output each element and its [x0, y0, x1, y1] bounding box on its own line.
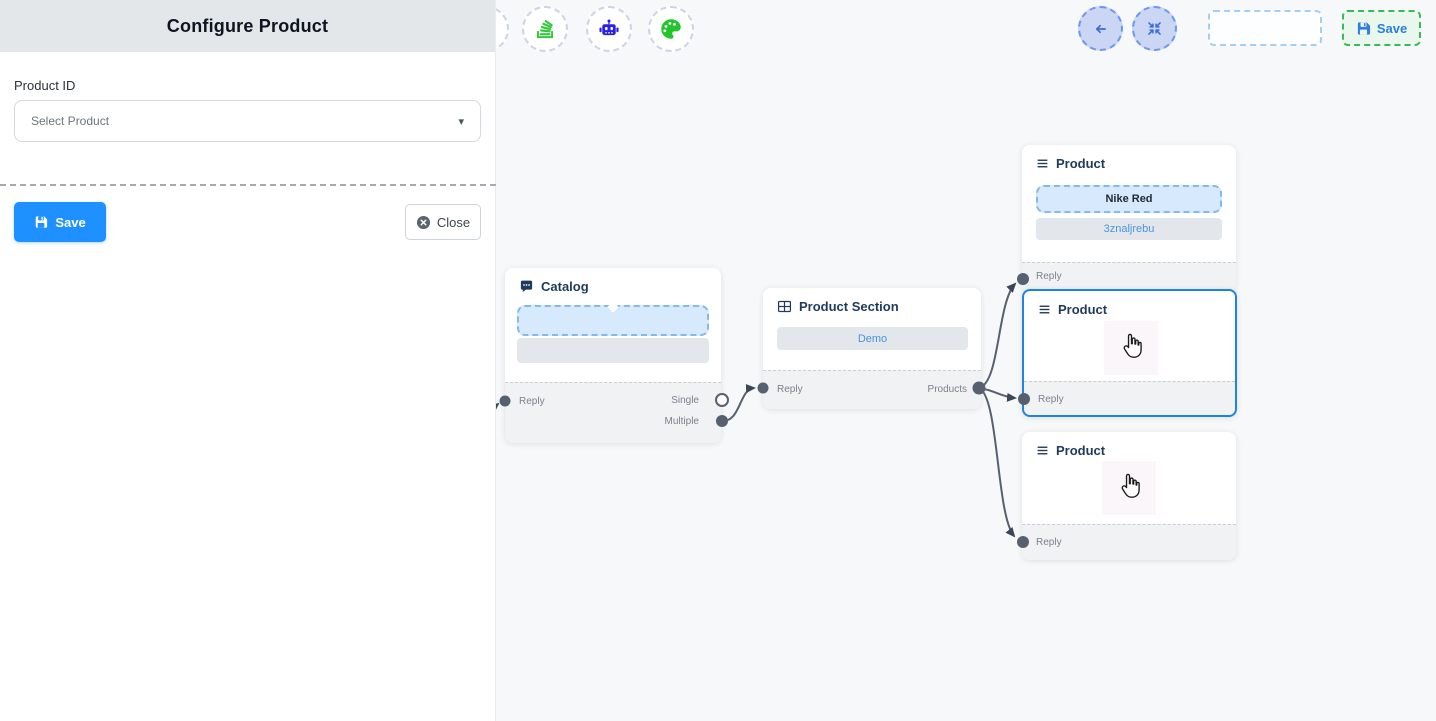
hand-pointer-icon: [1114, 472, 1144, 504]
panel-title: Configure Product: [166, 15, 329, 36]
panel-divider: [0, 184, 496, 186]
product-section-reply-port-label: Reply: [777, 384, 803, 395]
product-node-top-title: Product: [1056, 156, 1106, 171]
fit-view-button[interactable]: [1132, 6, 1177, 51]
product-code-value: 3znaljrebu: [1103, 223, 1155, 235]
table-grid-icon: [777, 299, 792, 314]
empty-dashed-button[interactable]: [1208, 10, 1322, 46]
flow-canvas[interactable]: Save Catalog Reply Single Multiple: [496, 0, 1436, 721]
palette-toolbar-button[interactable]: [648, 6, 694, 52]
catalog-node-header: Catalog: [505, 268, 721, 294]
edge-products-to-product-top[interactable]: [978, 282, 1017, 389]
close-button-label: Close: [436, 214, 471, 230]
product-section-node-footer: Reply Products: [763, 370, 981, 409]
back-button[interactable]: [1078, 6, 1123, 51]
product-id-select[interactable]: Select Product ▾: [14, 100, 481, 142]
catalog-reply-port-label: Reply: [519, 396, 545, 407]
product-node-middle-footer: Reply: [1024, 381, 1235, 415]
product-node-top[interactable]: Product Nike Red 3znaljrebu Reply: [1022, 145, 1236, 291]
product-section-node-title: Product Section: [799, 299, 899, 314]
cursor-placeholder: [1102, 461, 1156, 515]
product-node-middle-header: Product: [1024, 291, 1235, 317]
product-node-bottom-footer: Reply: [1022, 524, 1236, 560]
product-node-middle[interactable]: Product Reply: [1022, 289, 1237, 417]
product-node-top-header: Product: [1022, 145, 1236, 171]
product-section-node[interactable]: Product Section Demo Reply Products: [763, 288, 981, 409]
edge-into-catalog-reply[interactable]: [496, 402, 500, 419]
product-node-bottom[interactable]: Product Reply: [1022, 432, 1236, 560]
catalog-node-title: Catalog: [541, 279, 589, 294]
catalog-secondary-field[interactable]: [517, 338, 709, 363]
canvas-save-button[interactable]: Save: [1342, 10, 1421, 46]
product-code-field[interactable]: 3znaljrebu: [1036, 218, 1222, 240]
catalog-node[interactable]: Catalog Reply Single Multiple: [505, 268, 721, 443]
product-middle-reply-port-label: Reply: [1038, 394, 1064, 405]
palette-icon: [658, 16, 684, 42]
product-item-field[interactable]: Nike Red: [1036, 185, 1222, 213]
floppy-icon: [1356, 21, 1371, 36]
product-section-option[interactable]: Demo: [777, 327, 968, 350]
edge-products-to-product-bottom[interactable]: [978, 387, 1016, 538]
configure-product-panel: Configure Product Product ID Select Prod…: [0, 0, 496, 721]
product-node-bottom-title: Product: [1056, 443, 1106, 458]
compress-arrows-icon: [1145, 19, 1164, 38]
edge-multiple-to-section-reply[interactable]: [721, 384, 756, 423]
menu-icon: [1036, 157, 1049, 170]
chat-bubble-icon: [519, 279, 534, 294]
menu-icon: [1036, 444, 1049, 457]
cursor-placeholder: [1104, 321, 1158, 375]
product-bottom-reply-port-label: Reply: [1036, 537, 1062, 548]
robot-toolbar-button[interactable]: [586, 6, 632, 52]
robot-icon: [596, 16, 622, 42]
dropzone-notch: [607, 301, 619, 313]
product-item-name: Nike Red: [1105, 193, 1153, 205]
edge-products-to-product-middle[interactable]: [978, 387, 1017, 402]
catalog-node-footer: Reply Single Multiple: [505, 382, 721, 443]
menu-icon: [1038, 303, 1051, 316]
stack-toolbar-button[interactable]: [522, 6, 568, 52]
close-circle-icon: [416, 215, 431, 230]
product-section-option-label: Demo: [857, 332, 888, 345]
product-section-node-header: Product Section: [763, 288, 981, 314]
product-node-bottom-header: Product: [1022, 432, 1236, 458]
arrow-left-icon: [1091, 19, 1111, 39]
panel-header: Configure Product: [0, 0, 495, 52]
product-top-reply-port-label: Reply: [1036, 271, 1062, 282]
close-button[interactable]: Close: [405, 204, 481, 240]
product-id-select-value: Select Product: [31, 114, 110, 128]
stack-icon: [532, 16, 558, 42]
product-section-products-port-label: Products: [927, 384, 967, 395]
catalog-multiple-port-label: Multiple: [664, 416, 699, 427]
hidden-toolbar-button[interactable]: [496, 6, 509, 52]
product-node-top-footer: Reply: [1022, 262, 1236, 291]
catalog-single-port-label: Single: [671, 395, 699, 406]
catalog-dropzone[interactable]: [517, 301, 709, 336]
canvas-save-button-label: Save: [1376, 20, 1408, 36]
chevron-down-icon: ▾: [458, 115, 464, 128]
product-node-middle-title: Product: [1058, 302, 1108, 317]
save-button[interactable]: Save: [14, 202, 106, 242]
product-id-label: Product ID: [14, 78, 76, 93]
floppy-icon: [34, 215, 48, 229]
save-button-label: Save: [55, 214, 86, 230]
hand-pointer-icon: [1116, 332, 1146, 364]
